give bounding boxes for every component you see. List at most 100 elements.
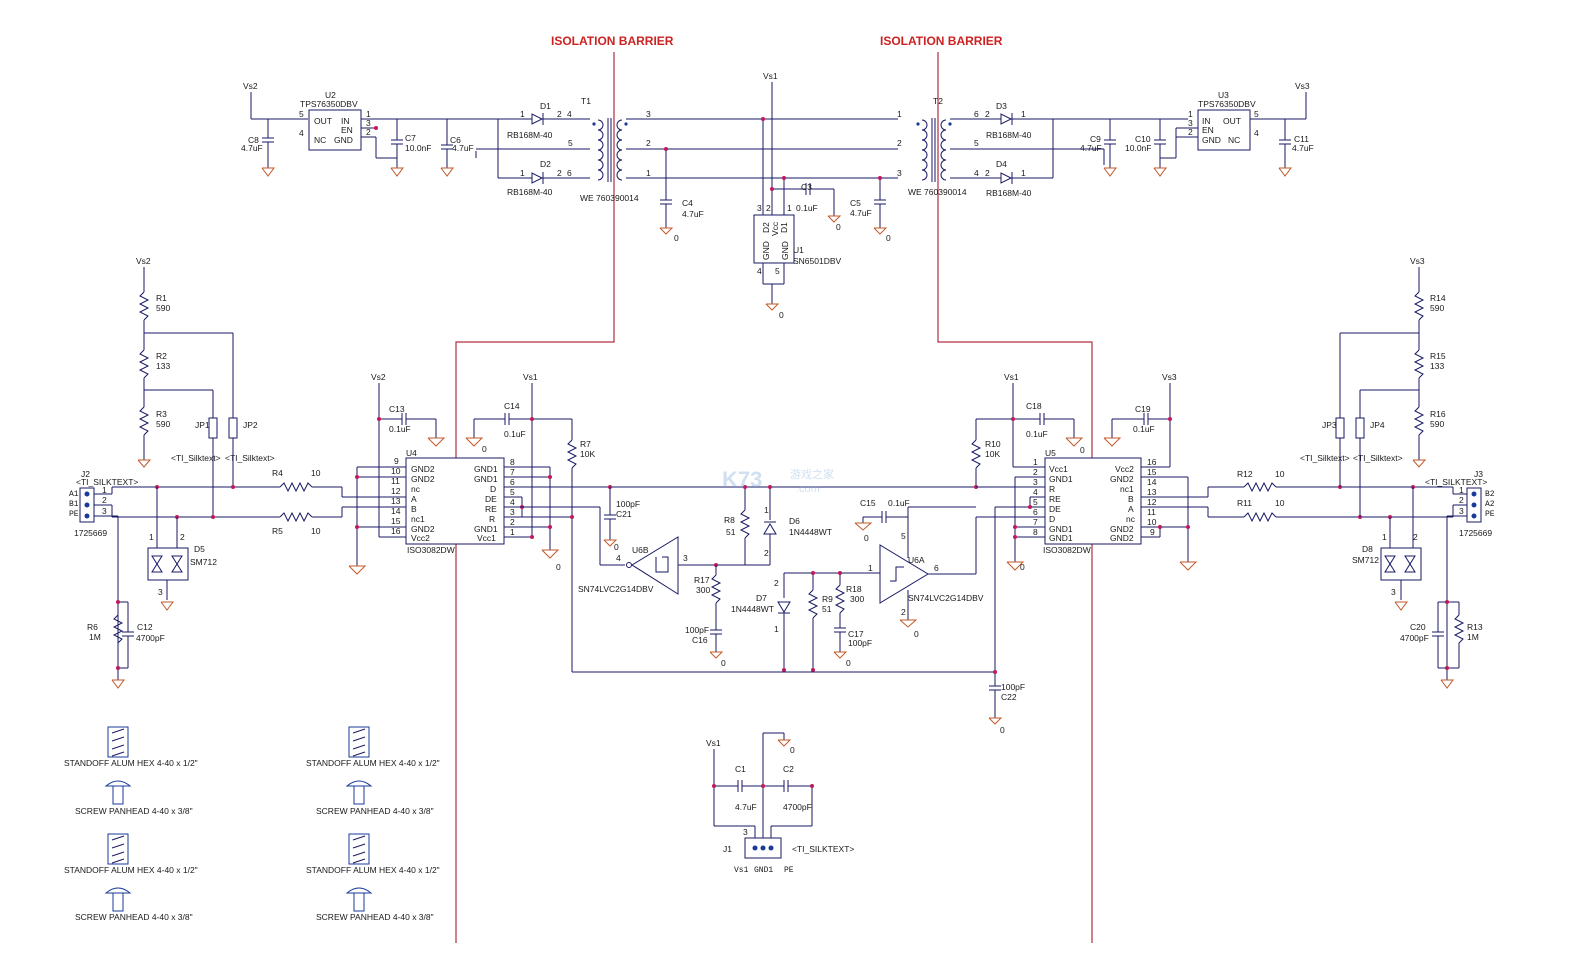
- r1-ref: R1: [156, 293, 167, 303]
- u5-pin-right-7: GND2: [1110, 533, 1134, 543]
- svg-text:12: 12: [1147, 497, 1157, 507]
- r1-value: 590: [156, 303, 170, 313]
- svg-text:2: 2: [366, 127, 371, 137]
- svg-text:4: 4: [1033, 487, 1038, 497]
- transformer-t2: T2 WE 760390014: [908, 96, 967, 197]
- c19-ref: C19: [1135, 404, 1151, 414]
- svg-text:8: 8: [1033, 527, 1038, 537]
- r8-ref: R8: [724, 515, 735, 525]
- jp4-silk: <TI_Silktext>: [1353, 453, 1403, 463]
- svg-text:5: 5: [299, 109, 304, 119]
- svg-text:7: 7: [510, 467, 515, 477]
- svg-text:7: 7: [1033, 517, 1038, 527]
- svg-text:2: 2: [557, 168, 562, 178]
- svg-text:3: 3: [510, 507, 515, 517]
- gnd-label: 0: [614, 542, 619, 552]
- u6a-ref: U6A: [908, 555, 925, 565]
- u1-pin-gnd-2: GND: [780, 241, 790, 260]
- svg-text:1: 1: [102, 485, 107, 495]
- c7-ref: C7: [405, 133, 416, 143]
- svg-text:6: 6: [934, 563, 939, 573]
- u4-pin-right-1: GND1: [474, 474, 498, 484]
- j1-pin-gnd1: GND1: [754, 866, 773, 875]
- u3-ref: U3: [1218, 90, 1229, 100]
- r8-value: 51: [726, 527, 736, 537]
- r2-value: 133: [156, 361, 170, 371]
- c20-ref: C20: [1410, 622, 1426, 632]
- u5-pin-right-4: A: [1128, 504, 1134, 514]
- u4-transceiver: Vs2 C13 0.1uF U4 ISO3082DW GND2 GND2 nc …: [348, 372, 976, 672]
- svg-text:1: 1: [520, 109, 525, 119]
- screw-icon-3: [345, 780, 373, 805]
- u3-part: TPS76350DBV: [1198, 99, 1256, 109]
- c22-ref: C22: [1001, 692, 1017, 702]
- svg-text:3: 3: [1391, 587, 1396, 597]
- svg-text:3: 3: [1188, 118, 1193, 128]
- c11-ref: C11: [1294, 134, 1309, 144]
- u5-pin-left-2: R: [1049, 484, 1055, 494]
- isolation-barrier-right-label: ISOLATION BARRIER: [880, 34, 1003, 48]
- screw-icon-2: [104, 887, 132, 912]
- c6-value: 4.7uF: [452, 143, 474, 153]
- c4-value: 4.7uF: [682, 209, 704, 219]
- isolation-barrier-left-label: ISOLATION BARRIER: [551, 34, 674, 48]
- svg-text:14: 14: [391, 506, 401, 516]
- svg-text:9: 9: [394, 456, 399, 466]
- c8-value: 4.7uF: [241, 143, 263, 153]
- j2-silk: <TI_SILKTEXT>: [76, 477, 138, 487]
- c15-ref: C15: [860, 498, 876, 508]
- standoff-label-2: STANDOFF ALUM HEX 4-40 x 1/2": [64, 865, 198, 875]
- u4-pin-right-7: Vcc1: [477, 533, 496, 543]
- svg-text:2: 2: [180, 532, 185, 542]
- r7-value: 10K: [580, 449, 595, 459]
- u1-ref: U1: [793, 245, 804, 255]
- svg-text:1: 1: [1188, 109, 1193, 119]
- right-bus-side: R12 10 R11 10 Vs3 R14 590 R15 133 R16 59…: [1208, 256, 1495, 689]
- hardware-list: STANDOFF ALUM HEX 4-40 x 1/2" SCREW PANH…: [64, 726, 440, 922]
- c10-ref: C10: [1135, 134, 1151, 144]
- u1-body: [753, 214, 795, 264]
- svg-text:5: 5: [568, 138, 573, 148]
- r6-ref: R6: [87, 622, 98, 632]
- r7-ref: R7: [580, 439, 591, 449]
- svg-text:3: 3: [743, 827, 748, 837]
- c1-ref: C1: [735, 764, 746, 774]
- d2-part: RB168M-40: [507, 187, 553, 197]
- screw-label-3: SCREW PANHEAD 4-40 x 3/8": [316, 806, 434, 816]
- svg-text:2: 2: [1188, 127, 1193, 137]
- j1-silk: <TI_SILKTEXT>: [792, 844, 854, 854]
- watermark-text: 游戏之家: [790, 467, 834, 481]
- svg-text:3: 3: [1033, 477, 1038, 487]
- c12-ref: C12: [137, 622, 153, 632]
- j3-pin-a2: A2: [1485, 500, 1495, 509]
- svg-text:1: 1: [520, 168, 525, 178]
- gnd-label: 0: [674, 233, 679, 243]
- u2-pin-in: IN: [341, 116, 350, 126]
- screw-label-1: SCREW PANHEAD 4-40 x 3/8": [75, 806, 193, 816]
- gnd-label: 0: [914, 629, 919, 639]
- standoff-label-3: STANDOFF ALUM HEX 4-40 x 1/2": [306, 758, 440, 768]
- t1-ref: T1: [581, 96, 591, 106]
- jp2-silk: <TI_Silktext>: [225, 453, 275, 463]
- svg-text:2: 2: [510, 517, 515, 527]
- u2-ref: U2: [325, 90, 336, 100]
- c4-ref: C4: [682, 198, 693, 208]
- u1-part: SN6501DBV: [793, 256, 842, 266]
- svg-text:3: 3: [366, 118, 371, 128]
- j1-pin-vs1: Vs1: [734, 866, 749, 875]
- svg-text:1: 1: [646, 168, 651, 178]
- u4-ref: U4: [406, 448, 417, 458]
- c5-value: 4.7uF: [850, 208, 872, 218]
- r16-ref: R16: [1430, 409, 1446, 419]
- u5-pin-left-4: DE: [1049, 504, 1061, 514]
- d3-part: RB168M-40: [986, 130, 1032, 140]
- c12-value: 4700pF: [136, 633, 165, 643]
- vs3-label-right: Vs3: [1410, 256, 1425, 266]
- j3-part: 1725669: [1459, 528, 1492, 538]
- gnd-label: 0: [1000, 725, 1005, 735]
- svg-text:2: 2: [985, 109, 990, 119]
- gnd-label: 0: [836, 222, 841, 232]
- r10-ref: R10: [985, 439, 1001, 449]
- left-bus-side: Vs2 R1 590 R2 133 R3 590 JP1 JP2 <TI_Sil…: [69, 256, 378, 689]
